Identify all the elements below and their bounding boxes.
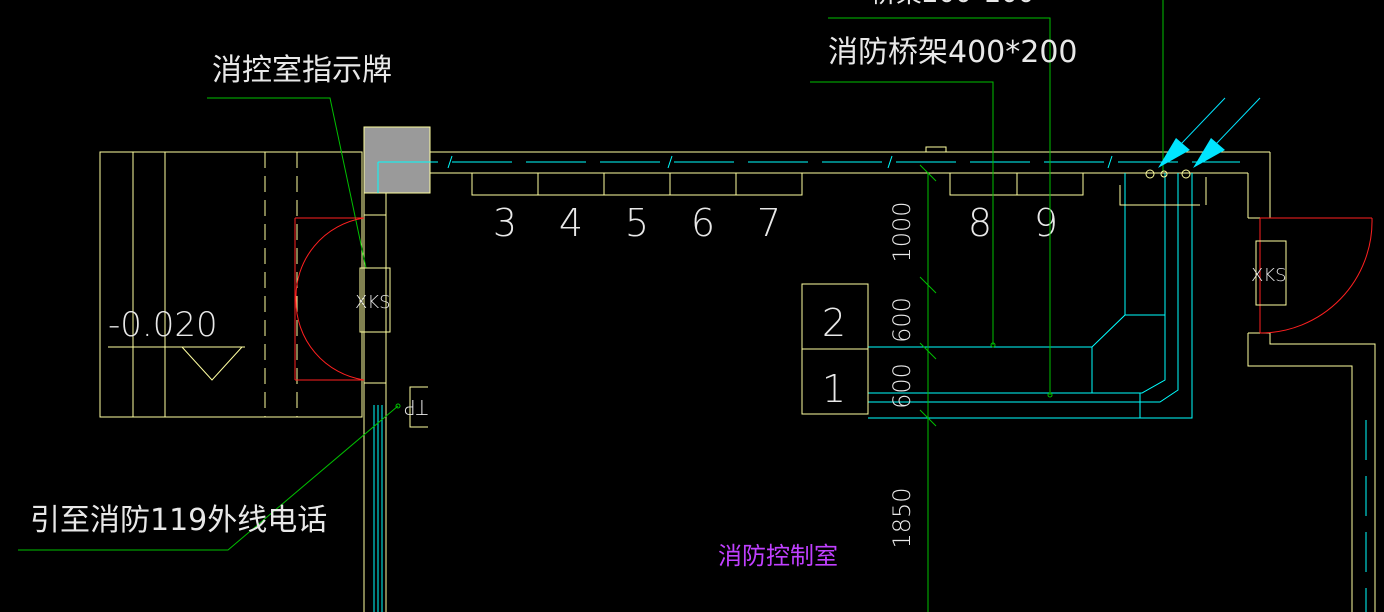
- xks-left: XKS: [355, 292, 391, 313]
- dim-600-upper: 600: [888, 297, 916, 343]
- arrow-head-icon: [1193, 138, 1225, 168]
- cabinet-number: 6: [691, 201, 715, 245]
- cabinet-number: 7: [757, 201, 781, 245]
- elevation-symbol: [108, 346, 245, 381]
- cabinets-side: [801, 283, 869, 415]
- cabinet-number: 2: [822, 301, 846, 345]
- cabinets-top: [471, 172, 1084, 196]
- dim-1850: 1850: [888, 487, 916, 548]
- tray-label: 消防桥架400*200: [828, 35, 1078, 70]
- doors: [294, 217, 1373, 381]
- text-labels: 消控室指示牌 消防桥架400*200 桥架200*200 引至消防119外线电话…: [30, 0, 1287, 570]
- arrow-head-icon: [1158, 138, 1190, 168]
- stair-block: [99, 151, 363, 418]
- dimension-line: [919, 164, 937, 612]
- cabinet-number: 5: [625, 201, 649, 245]
- leader-lines: [18, 0, 1164, 551]
- cabinet-number: 8: [968, 201, 992, 245]
- xks-right: XKS: [1251, 265, 1287, 286]
- cabinet-number: 9: [1034, 201, 1058, 245]
- cable-tray: [373, 155, 1367, 612]
- elevation-text: -0.020: [108, 305, 218, 345]
- cabinet-number: 1: [822, 367, 846, 411]
- cabinet-numbers-side: 2 1: [822, 301, 846, 411]
- dim-1000: 1000: [888, 201, 916, 262]
- cabinet-numbers-top: 3 4 5 6 7 8 9: [493, 201, 1058, 245]
- sign-label: 消控室指示牌: [212, 53, 392, 88]
- dim-600-lower: 600: [888, 363, 916, 409]
- arrow-icons: [1158, 97, 1261, 168]
- dimension-text: 1000 600 600 1850: [888, 201, 916, 548]
- sign-box: [363, 126, 431, 194]
- room-name: 消防控制室: [718, 542, 838, 570]
- cabinet-number: 3: [493, 201, 517, 245]
- phone-label: 引至消防119外线电话: [30, 503, 327, 538]
- tp-label: TP: [404, 395, 428, 419]
- tray-label-top: 桥架200*200: [870, 0, 1034, 9]
- cabinet-number: 4: [559, 201, 583, 245]
- device-boxes: [359, 169, 1287, 428]
